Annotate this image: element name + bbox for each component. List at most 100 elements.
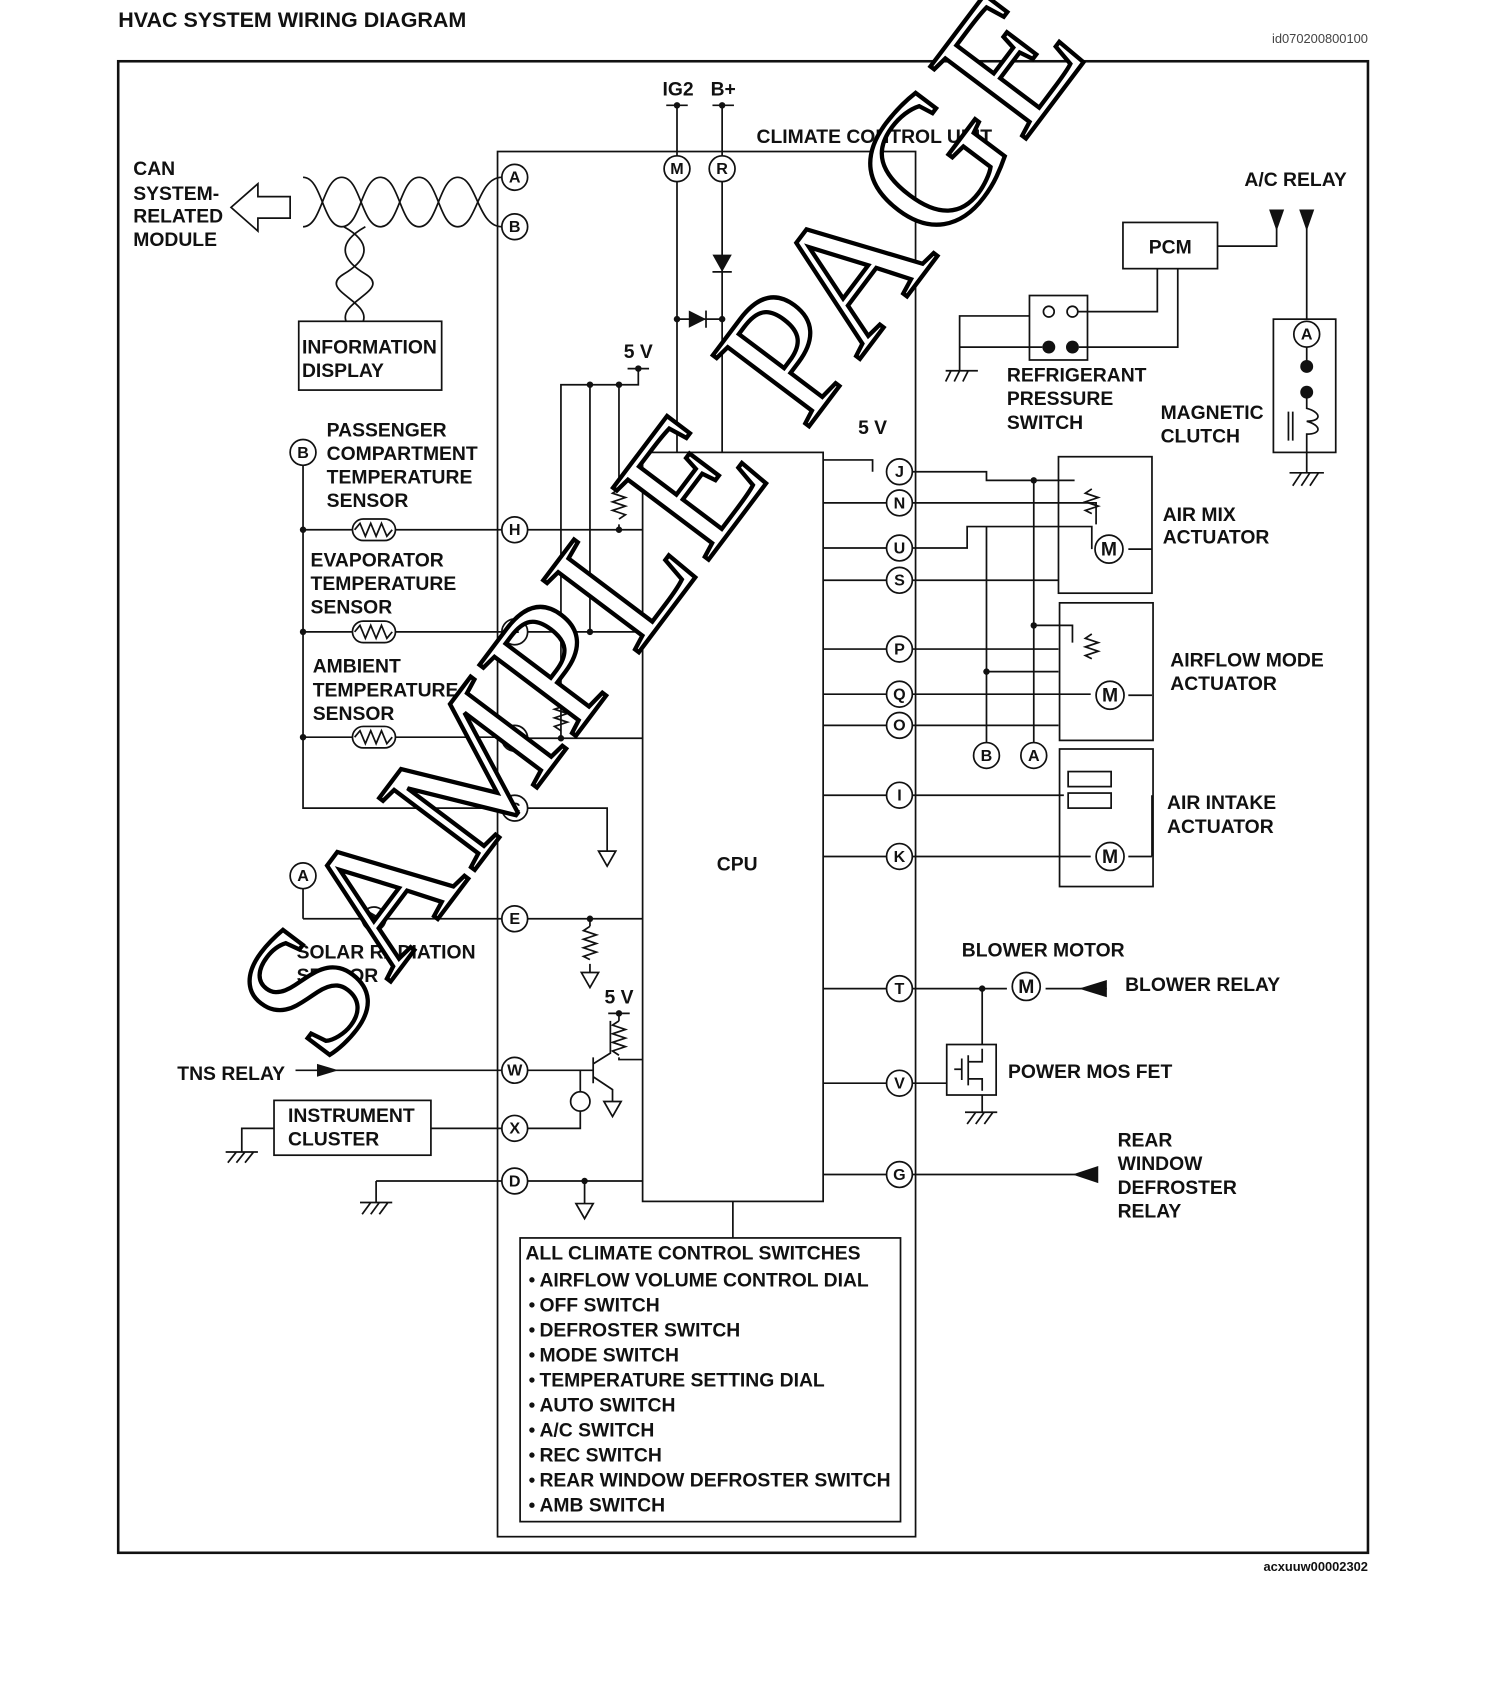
connector-pin: A [1020,741,1048,770]
diode-icon [688,310,707,328]
svg-text:SYSTEM-: SYSTEM- [133,183,219,205]
connector-pin: L [500,724,529,753]
svg-text:MAGNETIC: MAGNETIC [1161,402,1264,424]
cpu-box [641,451,825,1203]
ground-icon [225,1127,502,1164]
cpu-label: CPU [717,853,758,875]
svg-text:CLUTCH: CLUTCH [1161,426,1240,448]
switch-item: AUTO SWITCH [539,1394,675,1416]
blower-motor-label: BLOWER MOTOR [962,939,1125,961]
instrument-cluster-box [273,1099,432,1157]
resistor-icon [551,687,571,732]
connector-pin: I [885,781,914,809]
potentiometer-icon [1082,633,1101,660]
ig2-label: IG2 [662,79,693,101]
connector-pin: H [500,516,529,544]
bullet-icon [529,1327,535,1333]
pcm-box [1122,221,1219,270]
connector-pin: B [289,438,317,467]
5v-label: 5 V [624,341,653,363]
lamp-icon [569,1090,591,1112]
switches-box [519,1237,902,1523]
svg-text:SOLAR RADIATION: SOLAR RADIATION [297,942,476,964]
svg-text:ACTUATOR: ACTUATOR [1167,816,1274,838]
connector-pin: Q [885,680,914,708]
connector-letter: A [297,867,309,885]
connector-pin: T [885,974,914,1003]
motor-icon: M [1095,680,1125,711]
power-mosfet-box [945,1043,998,1096]
photodiode-icon [343,889,387,932]
motor-icon: M [1094,534,1124,564]
potentiometer-icon [1082,488,1101,515]
svg-text:AMBIENT: AMBIENT [313,656,401,678]
connector-letter: F [510,623,520,641]
connector-letter: U [894,539,906,557]
power-mosfet-label: POWER MOS FET [1008,1061,1172,1083]
svg-text:M: M [1018,976,1034,998]
arrow-icon [317,1063,339,1077]
ground-icon [579,971,601,990]
switch-item: TEMPERATURE SETTING DIAL [539,1369,824,1391]
mosfet-icon [954,1048,984,1091]
diode-icon [712,254,732,272]
actuator-wires [912,470,1153,858]
ground-icon [359,1180,502,1215]
motor-icon: M [1095,841,1125,872]
clutch-coil-icon [1287,347,1319,453]
switches-title: ALL CLIMATE CONTROL SWITCHES [525,1242,860,1264]
ground-icon [602,1100,623,1119]
resistor-icon [580,925,600,961]
connector-letter: A [509,169,521,187]
blower-relay-label: BLOWER RELAY [1125,974,1280,996]
connector-pin: D [500,1167,529,1195]
refrigerant-switch-box [1028,294,1089,361]
switch-contact-icon [1067,770,1112,788]
connector-letter: P [894,640,905,658]
svg-text:SENSOR: SENSOR [311,597,393,619]
instrument-cluster-label: INSTRUMENT [288,1105,415,1127]
resistor-icon [609,488,629,520]
connector-pin: G [885,1160,914,1189]
svg-text:M: M [1102,685,1118,707]
information-display-box [297,320,443,391]
bullet-icon [529,1402,535,1408]
switch-item: DEFROSTER SWITCH [539,1319,740,1341]
can-twisted-pair [302,176,502,228]
connector-pin: C [500,794,529,822]
arrow-icon [1269,209,1285,232]
connector-pin: S [885,566,914,595]
5v-label: 5 V [858,417,887,439]
arrow-icon [1078,980,1107,998]
bullet-icon [529,1427,535,1433]
switch-item: A/C SWITCH [539,1420,654,1442]
arrow-icon [1299,209,1315,232]
svg-text:AIR MIX: AIR MIX [1163,504,1236,526]
connector-letter: R [716,160,728,178]
connector-letter: B [981,747,993,765]
pcm-label: PCM [1149,237,1192,259]
magnetic-clutch-box [1272,318,1337,454]
connector-pin: V [885,1069,914,1097]
tns-relay-label: TNS RELAY [177,1063,285,1085]
diagram-frame [116,59,1370,1555]
diagram-title: HVAC SYSTEM WIRING DIAGRAM [118,8,466,32]
bullet-icon [529,1502,535,1508]
svg-text:PRESSURE: PRESSURE [1007,388,1113,410]
connector-pin: K [885,842,914,871]
svg-text:SENSOR: SENSOR [313,703,395,725]
connector-letter: E [509,910,520,928]
connector-letter: V [894,1075,905,1093]
figure-id: acxuuw00002302 [1263,1559,1368,1574]
connector-letter: S [894,572,905,590]
connector-pin: N [885,489,914,517]
